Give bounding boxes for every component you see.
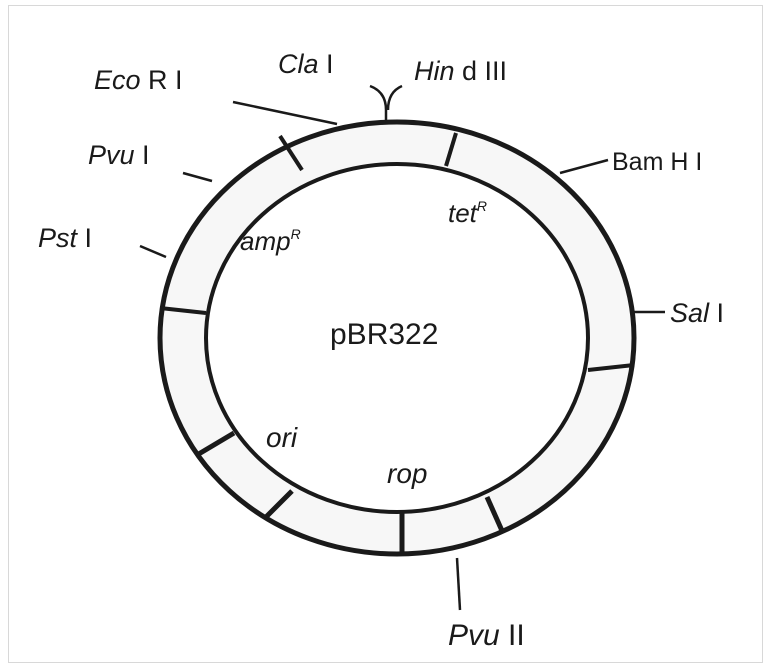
cla-i-label: Cla I	[278, 49, 334, 79]
pvu-ii-label: Pvu II	[448, 619, 525, 652]
figure-frame	[8, 5, 763, 663]
segment-divider-lower-right	[484, 495, 506, 535]
pvu-i-label: Pvu I	[88, 140, 150, 170]
segment-divider-lower-left	[195, 430, 236, 458]
plasmid-name-label: pBR322	[330, 318, 438, 351]
plasmid-outer-ring	[157, 119, 637, 557]
pvu-i-leader	[182, 171, 213, 183]
bam-hi-leader	[559, 158, 609, 175]
ori-region-label: ori	[266, 422, 298, 453]
cla-hind-fork-marker	[369, 84, 403, 124]
segment-divider-ori-rop	[263, 489, 294, 520]
sal-i-label: Sal I	[670, 298, 724, 328]
rop-gene-label: rop	[387, 458, 427, 489]
eco-ri-leader	[232, 100, 338, 126]
pvu-ii-leader	[455, 557, 462, 611]
segment-divider-top-right	[444, 132, 458, 167]
pst-i-leader	[139, 244, 167, 259]
segment-divider-left	[159, 306, 207, 315]
pst-i-label: Pst I	[38, 223, 92, 253]
amp-r-gene-label: ampR	[240, 226, 301, 256]
plasmid-inner-ring	[204, 162, 590, 514]
eco-ri-label: Eco R I	[94, 65, 183, 95]
bam-hi-label: Bam H I	[612, 148, 702, 176]
segment-divider-top-left	[278, 134, 304, 172]
hind-iii-label: Hin d III	[414, 56, 507, 86]
segment-divider-right	[587, 363, 635, 372]
tet-r-gene-label: tetR	[448, 198, 487, 228]
